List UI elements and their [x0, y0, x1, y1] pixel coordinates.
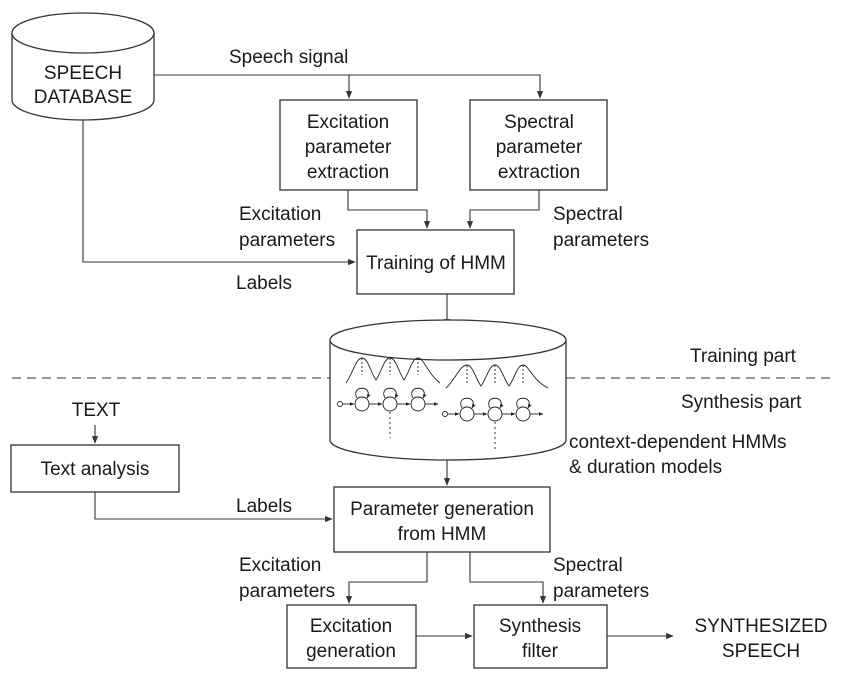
parameter-generation-box: Parameter generation from HMM	[333, 486, 551, 553]
generation-to-excitation-arrow	[345, 552, 428, 604]
spectral-parameters-bottom-line2: parameters	[553, 581, 649, 602]
text-input-label: TEXT	[72, 400, 121, 421]
labels-top-label: Labels	[236, 273, 292, 294]
spectral-extraction-line3: extraction	[498, 162, 580, 183]
excitation-generation-box: Excitation generation	[286, 604, 417, 669]
excitation-parameters-top-line2: parameters	[239, 230, 335, 251]
parameter-generation-line1: Parameter generation	[350, 499, 534, 520]
models-caption-line2: & duration models	[569, 457, 722, 478]
synthesis-part-label: Synthesis part	[681, 392, 802, 413]
labels-bottom-label: Labels	[236, 496, 292, 517]
output-label-line1: SYNTHESIZED	[694, 616, 827, 637]
hmm-models-cylinder	[329, 319, 567, 461]
database-label-line2: DATABASE	[34, 87, 133, 108]
labels-to-generation-arrow	[94, 492, 333, 523]
spectral-to-training-arrow	[466, 190, 540, 229]
speech-signal-label: Speech signal	[229, 47, 348, 68]
spectral-extraction-line1: Spectral	[504, 112, 574, 133]
hmm-state-diagram-left	[337, 357, 441, 438]
training-hmm-label: Training of HMM	[366, 253, 506, 274]
spectral-parameters-bottom-line1: Spectral	[553, 555, 623, 576]
text-analysis-label: Text analysis	[41, 459, 150, 480]
excitation-generation-line2: generation	[306, 641, 396, 662]
excitation-parameters-bottom-line1: Excitation	[239, 555, 321, 576]
excitation-extraction-line1: Excitation	[307, 112, 389, 133]
models-caption-line1: context-dependent HMMs	[569, 432, 787, 453]
synthesis-filter-line2: filter	[522, 641, 559, 662]
excitation-generation-line1: Excitation	[310, 616, 392, 637]
hmm-state-diagram-right	[442, 364, 549, 452]
synthesis-filter-box: Synthesis filter	[473, 604, 608, 669]
training-part-label: Training part	[690, 346, 797, 367]
excitation-extraction-line3: extraction	[307, 162, 389, 183]
labels-to-training-arrow	[82, 120, 356, 266]
excitation-parameters-bottom-line2: parameters	[239, 581, 335, 602]
generation-to-spectral-arrow	[469, 552, 547, 604]
synthesis-filter-line1: Synthesis	[499, 616, 581, 637]
spectral-parameters-top-line2: parameters	[553, 230, 649, 251]
spectral-extraction-box: Spectral parameter extraction	[469, 99, 608, 191]
parameter-generation-line2: from HMM	[398, 524, 487, 545]
training-hmm-box: Training of HMM	[356, 229, 515, 295]
excitation-extraction-box: Excitation parameter extraction	[279, 99, 418, 191]
text-analysis-box: Text analysis	[10, 444, 180, 493]
database-label-line1: SPEECH	[44, 63, 122, 84]
spectral-parameters-top-line1: Spectral	[553, 204, 623, 225]
excitation-parameters-top-line1: Excitation	[239, 204, 321, 225]
excitation-to-training-arrow	[347, 190, 431, 229]
excitation-extraction-line2: parameter	[305, 137, 392, 158]
output-label-line2: SPEECH	[722, 641, 800, 662]
speech-database: SPEECH DATABASE	[11, 12, 155, 121]
speech-signal-connector: Speech signal	[154, 47, 544, 99]
spectral-extraction-line2: parameter	[496, 137, 583, 158]
